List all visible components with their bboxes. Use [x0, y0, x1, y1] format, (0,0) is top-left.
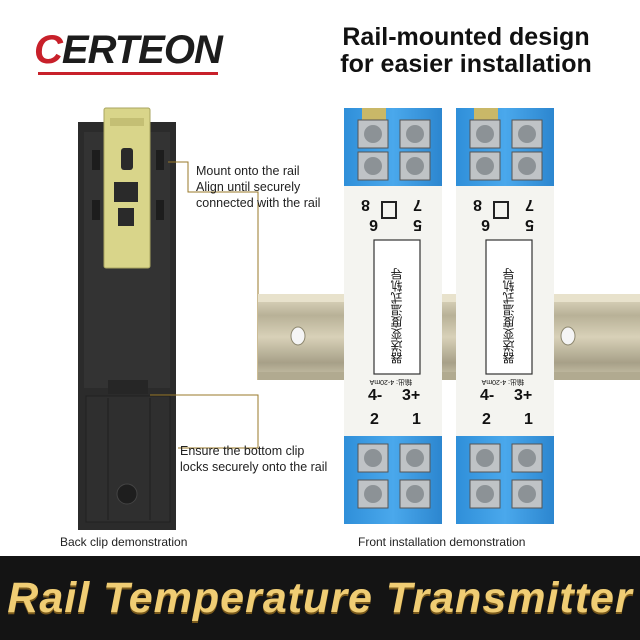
m2-terminal-6: 6 — [481, 216, 490, 233]
m2-output-text: 输出: 4-20mA — [481, 378, 524, 387]
headline-line-1: Rail-mounted design — [342, 23, 590, 51]
m1-terminal-6: 6 — [369, 216, 378, 233]
mount-note-line-3: connected with the rail — [196, 196, 321, 210]
m2-terminal-1: 1 — [524, 411, 533, 428]
yellow-clip — [103, 107, 151, 269]
m2-vertical-label: 器送变度温式轨导 — [502, 268, 516, 364]
m1-terminal-7: 7 — [413, 196, 422, 213]
brand-underline — [38, 72, 218, 75]
brand-logo: CERTEON — [34, 28, 223, 72]
back-caption: Back clip demonstration — [60, 535, 188, 549]
m1-terminal-1: 1 — [412, 411, 421, 428]
m2-terminal-3: 3+ — [514, 387, 532, 404]
clip-note-line-1: Ensure the bottom clip — [180, 444, 305, 458]
clip-callout-line — [150, 394, 259, 449]
m2-terminal-8: 8 — [473, 196, 482, 213]
clip-note-line-2: locks securely onto the rail — [180, 460, 328, 474]
m2-terminal-7: 7 — [525, 196, 534, 213]
m2-terminal-2: 2 — [482, 411, 491, 428]
m1-vertical-label: 器送变度温式轨导 — [390, 268, 404, 364]
transmitter-module-2 — [456, 108, 554, 524]
m1-terminal-4: 4- — [368, 387, 382, 404]
m2-terminal-4: 4- — [480, 387, 494, 404]
mount-note-line-2: Align until securely — [196, 180, 301, 194]
m1-terminal-3: 3+ — [402, 387, 420, 404]
m1-terminal-2: 2 — [370, 411, 379, 428]
headline: Rail-mounted design for easier installat… — [316, 24, 616, 78]
m1-output-text: 输出: 4-20mA — [369, 378, 412, 387]
m1-terminal-5: 5 — [413, 216, 422, 233]
mount-note: Mount onto the rail Align until securely… — [196, 163, 320, 211]
clip-note: Ensure the bottom clip locks securely on… — [180, 443, 327, 475]
front-caption: Front installation demonstration — [358, 535, 526, 549]
mount-note-line-1: Mount onto the rail — [196, 164, 300, 178]
transmitter-module-1 — [344, 108, 442, 524]
headline-line-2: for easier installation — [340, 50, 592, 78]
m1-terminal-8: 8 — [361, 196, 370, 213]
m2-terminal-5: 5 — [525, 216, 534, 233]
title-banner — [0, 556, 640, 640]
banner-title: Rail Temperature Transmitter — [7, 574, 633, 622]
mount-callout-line — [168, 161, 259, 380]
din-rail — [258, 294, 640, 380]
